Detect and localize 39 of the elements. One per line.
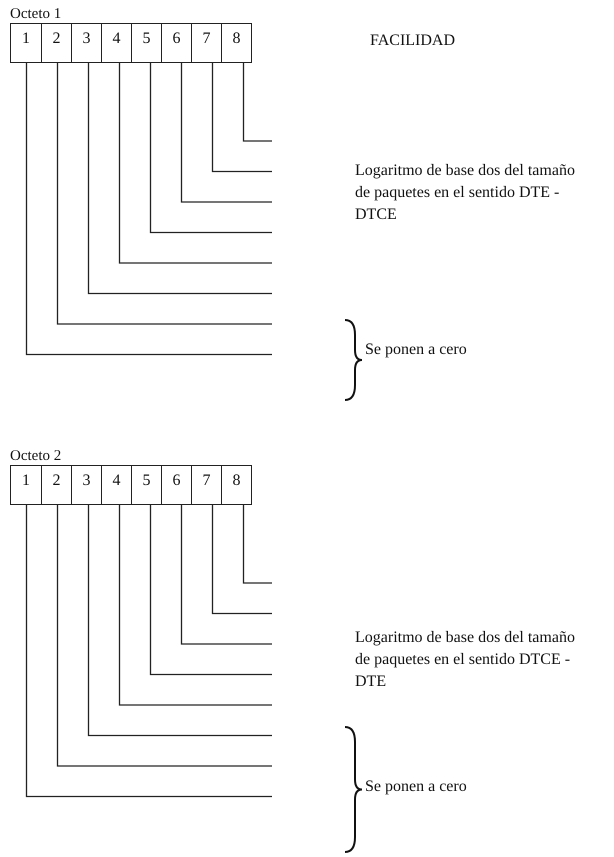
connector-line [180, 63, 272, 203]
bit-cell: 7 [191, 24, 221, 62]
annotation-text: FACILIDAD [370, 31, 456, 51]
connector-line [212, 505, 272, 614]
connector-line [56, 505, 272, 767]
bit-cell: 1 [11, 24, 41, 62]
bit-cell: 4 [101, 466, 131, 504]
bit-cell: 5 [131, 466, 161, 504]
bit-cell: 2 [41, 24, 71, 62]
connector-line [118, 505, 272, 706]
annotation-text: Se ponen a cero [365, 777, 468, 797]
connector-line [26, 63, 272, 356]
annotation-text: Se ponen a cero [365, 340, 468, 360]
connector-line [118, 63, 272, 264]
annotation-text: Logaritmo de base dos del tamaño de paquetes en el sentido DTCE - DTE [355, 628, 576, 692]
bit-cell: 5 [131, 24, 161, 62]
bit-cell: 8 [221, 24, 251, 62]
connector-line [150, 505, 272, 676]
connector-line [150, 63, 272, 234]
bit-cell: 4 [101, 24, 131, 62]
connector-line [242, 505, 272, 584]
octet-heading: Octeto 2 [10, 447, 62, 465]
bit-cell: 6 [161, 24, 191, 62]
connector-line [26, 505, 272, 798]
bit-cell: 8 [221, 466, 251, 504]
connector-line [180, 505, 272, 645]
octet-heading: Octeto 1 [10, 5, 62, 23]
connector-line [88, 63, 272, 294]
bit-cell: 2 [41, 466, 71, 504]
connector-line [88, 505, 272, 736]
bit-cell: 3 [71, 466, 101, 504]
bit-cell: 1 [11, 466, 41, 504]
bit-cell: 7 [191, 466, 221, 504]
bit-cell: 3 [71, 24, 101, 62]
annotation-text: Logaritmo de base dos del tamaño de paquetes en el sentido DTE - DTCE [355, 161, 576, 225]
connector-line [56, 63, 272, 325]
connector-line [212, 63, 272, 172]
connector-line [242, 63, 272, 142]
bit-cell: 6 [161, 466, 191, 504]
